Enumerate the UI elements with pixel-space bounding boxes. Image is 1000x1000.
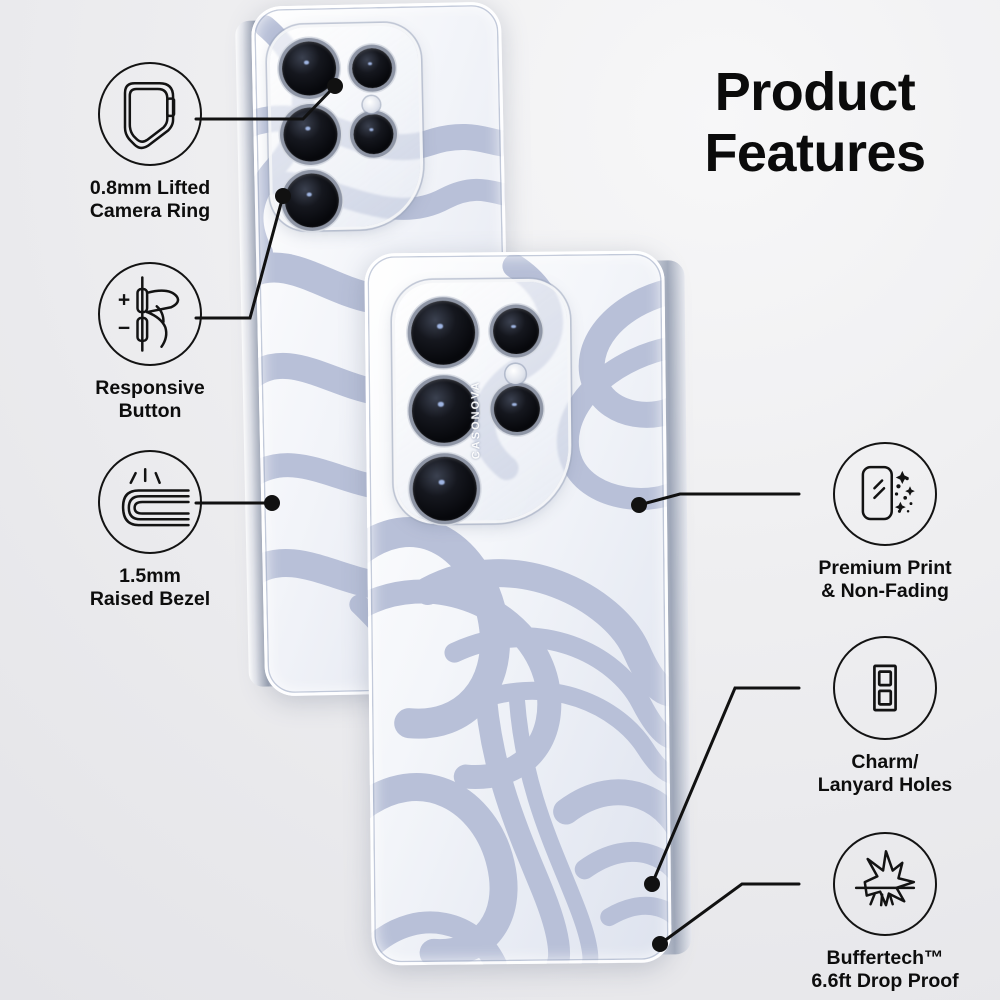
feature-lifted-camera-ring: 0.8mm Lifted Camera Ring xyxy=(40,62,260,224)
print-sparkle-icon xyxy=(833,442,937,546)
camera-flash-front xyxy=(505,363,526,385)
feature-charm-lanyard-holes: Charm/ Lanyard Holes xyxy=(775,636,995,798)
lanyard-holes-icon xyxy=(833,636,937,740)
plus-sign: + xyxy=(118,288,130,311)
camera-lens-fourth-front xyxy=(412,456,478,522)
feature-lifted-camera-ring-label: 0.8mm Lifted Camera Ring xyxy=(40,177,260,224)
page-title: Product Features xyxy=(640,62,990,184)
camera-module-rear xyxy=(269,25,422,229)
label-line-2: 6.6ft Drop Proof xyxy=(811,970,959,993)
camera-flash-rear xyxy=(362,96,381,114)
feature-raised-bezel-label: 1.5mm Raised Bezel xyxy=(40,565,260,612)
phone-front-body: CASONOVA xyxy=(364,250,672,966)
camera-lens-periscope-rear xyxy=(353,113,394,155)
feature-drop-proof: Buffertech™ 6.6ft Drop Proof xyxy=(775,832,995,994)
sparkle-group xyxy=(894,470,915,513)
phone-front: CASONOVA xyxy=(364,250,692,966)
label-line-1: 1.5mm xyxy=(119,565,181,587)
feature-raised-bezel: 1.5mm Raised Bezel xyxy=(40,450,260,612)
label-line-1: Premium Print xyxy=(818,557,952,579)
camera-lens-ultrawide-front xyxy=(492,307,540,355)
camera-lens-main-front xyxy=(410,300,476,366)
label-line-1: Buffertech™ xyxy=(826,947,944,969)
camera-lens-fourth-rear xyxy=(284,172,340,229)
label-line-2: & Non-Fading xyxy=(821,580,949,603)
feature-premium-print: Premium Print & Non-Fading xyxy=(775,442,995,604)
camera-lens-periscope-front xyxy=(493,385,541,433)
camera-lens-main-rear xyxy=(281,40,337,97)
camera-lens-tele-rear xyxy=(282,106,339,163)
label-line-2: Button xyxy=(118,400,182,423)
page-title-line-1: Product xyxy=(714,62,916,122)
label-line-1: Charm/ xyxy=(851,751,919,773)
feature-responsive-button-label: Responsive Button xyxy=(40,377,260,424)
feature-premium-print-label: Premium Print & Non-Fading xyxy=(775,557,995,604)
camera-lens-ultrawide-rear xyxy=(351,47,393,89)
feature-charm-lanyard-holes-label: Charm/ Lanyard Holes xyxy=(775,751,995,798)
feature-responsive-button: + − Responsive Button xyxy=(40,262,260,424)
label-line-2: Camera Ring xyxy=(89,200,211,223)
case-brand-text: CASONOVA xyxy=(469,380,483,460)
label-line-2: Lanyard Holes xyxy=(817,774,953,797)
label-line-1: Responsive xyxy=(95,377,205,399)
minus-sign: − xyxy=(118,317,130,340)
volume-button-press-icon: + − xyxy=(98,262,202,366)
camera-ring-icon xyxy=(98,62,202,166)
page-title-line-2: Features xyxy=(704,123,926,184)
raised-bezel-icon xyxy=(98,450,202,554)
label-line-1: 0.8mm Lifted xyxy=(89,177,211,199)
impact-burst-icon xyxy=(833,832,937,936)
camera-lens-tele-front xyxy=(411,378,477,444)
label-line-2: Raised Bezel xyxy=(89,588,211,611)
feature-drop-proof-label: Buffertech™ 6.6ft Drop Proof xyxy=(775,947,995,994)
